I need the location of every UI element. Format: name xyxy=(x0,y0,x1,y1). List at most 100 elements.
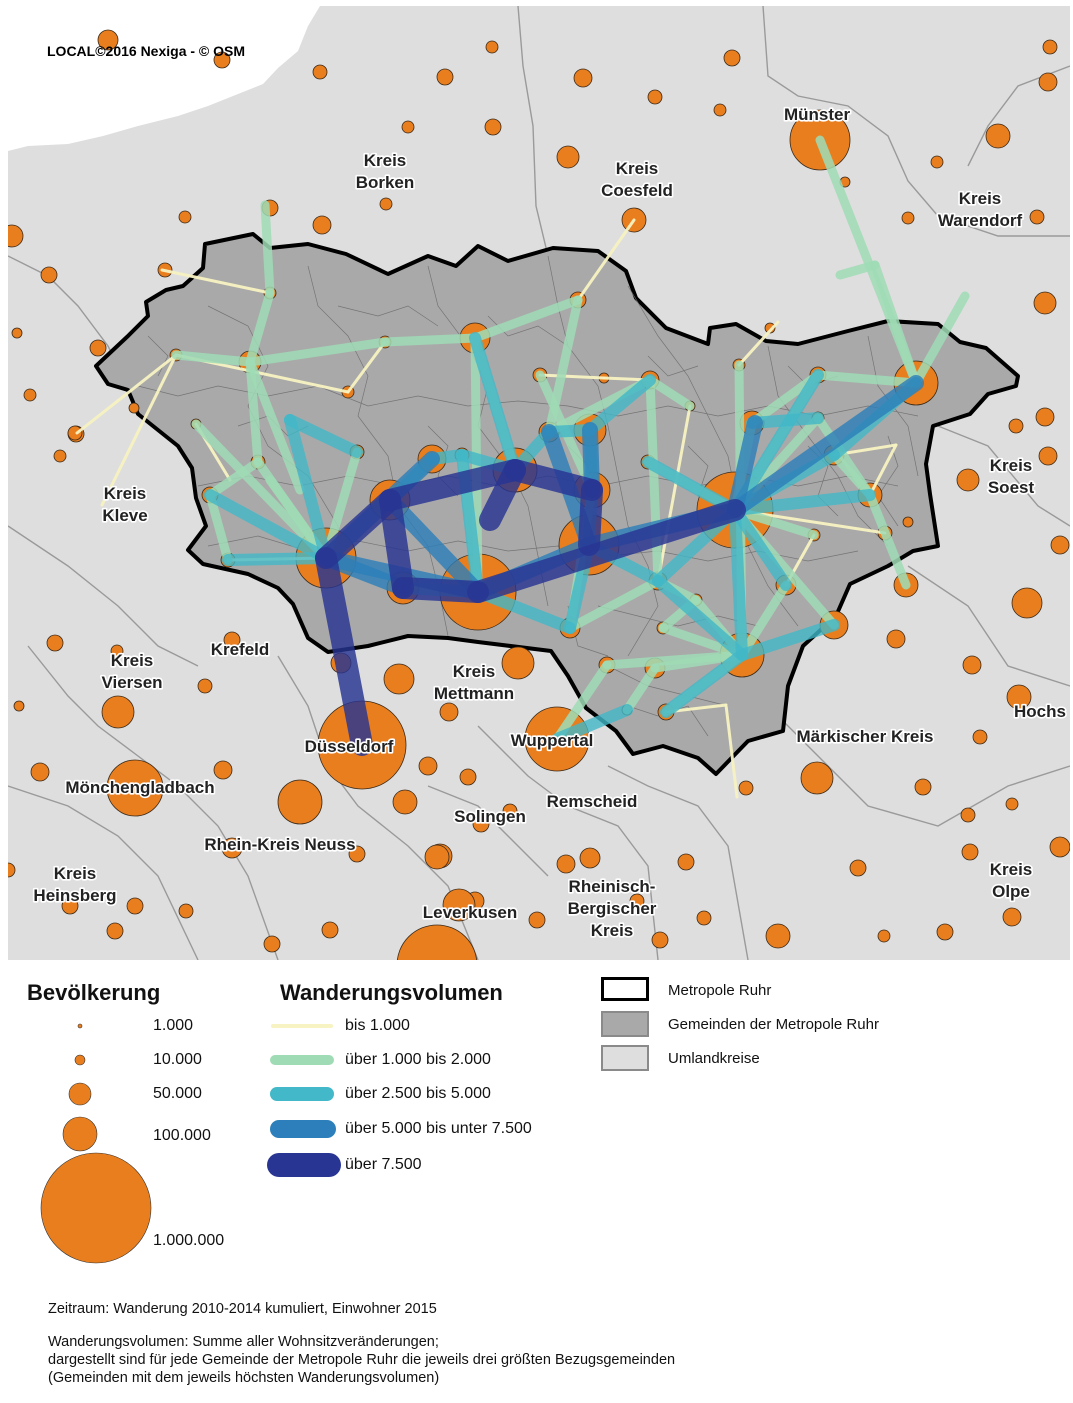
population-circle xyxy=(936,923,954,941)
place-label-line: Warendorf xyxy=(938,211,1023,230)
population-circle xyxy=(629,893,645,909)
population-circle xyxy=(886,629,906,649)
migration-flow-line xyxy=(746,412,824,429)
migration-flow-line xyxy=(602,650,747,670)
migration-flow-line xyxy=(729,504,792,591)
migration-flow-line xyxy=(724,703,739,799)
population-circle xyxy=(401,120,415,134)
legend-population-label: 50.000 xyxy=(153,1085,202,1102)
population-circle xyxy=(723,49,741,67)
population-circle xyxy=(800,761,834,795)
population-circle xyxy=(1011,587,1043,619)
population-circle xyxy=(1029,209,1045,225)
migration-flow-line xyxy=(729,489,876,516)
population-circle xyxy=(213,51,231,69)
place-label-line: Leverkusen xyxy=(423,903,518,922)
migration-flow-line xyxy=(205,457,263,500)
place-label-line: Märkischer Kreis xyxy=(796,727,933,746)
migration-flow-line xyxy=(380,333,480,347)
legend-flow-label: über 1.000 bis 2.000 xyxy=(345,1051,491,1068)
legend-population-label: 100.000 xyxy=(153,1127,211,1144)
migration-flow-line xyxy=(660,649,748,718)
population-circle xyxy=(106,759,164,817)
migration-flow-line xyxy=(727,415,763,518)
population-circle xyxy=(579,847,601,869)
population-circle xyxy=(962,655,982,675)
migration-flow-line xyxy=(379,489,414,599)
population-circle xyxy=(877,929,891,943)
population-circle xyxy=(1005,797,1019,811)
migration-flow-line xyxy=(865,490,911,590)
migration-flow-line xyxy=(245,357,263,467)
place-label: Hochs xyxy=(1014,702,1066,721)
population-circle xyxy=(985,123,1011,149)
place-label-line: Hochs xyxy=(1014,702,1066,721)
footnote-description-note: (Gemeinden mit dem jeweils höchsten Wand… xyxy=(48,1370,440,1386)
population-circle xyxy=(484,118,502,136)
place-label: Münster xyxy=(784,105,851,124)
migration-flow-line xyxy=(870,260,921,388)
migration-flow-line xyxy=(379,459,526,511)
population-circle xyxy=(961,843,979,861)
population-circle xyxy=(392,789,418,815)
population-circle xyxy=(556,145,580,169)
population-circle xyxy=(960,807,976,823)
place-label-line: Solingen xyxy=(454,807,526,826)
place-label: Mönchengladbach xyxy=(65,778,214,797)
migration-flow-line xyxy=(191,419,331,563)
legend-population-circles xyxy=(40,1023,152,1264)
legend-flow-label: über 2.500 bis 5.000 xyxy=(345,1085,491,1102)
population-circle xyxy=(647,89,663,105)
place-label: Wuppertal xyxy=(511,731,594,750)
population-circle xyxy=(1008,418,1024,434)
migration-flow-line xyxy=(171,350,255,367)
population-circle xyxy=(424,844,450,870)
legend-population-label: 1.000 xyxy=(153,1017,194,1034)
population-circle xyxy=(126,897,144,915)
population-circle xyxy=(738,780,754,796)
migration-flow-line xyxy=(346,340,387,394)
migration-flow-line xyxy=(245,337,390,367)
population-circle xyxy=(383,663,415,695)
population-circle xyxy=(528,911,546,929)
population-circle xyxy=(1038,446,1058,466)
place-label: Remscheid xyxy=(547,792,638,811)
population-circle xyxy=(677,853,695,871)
legend-flow-title: Wanderungsvolumen xyxy=(280,980,503,1005)
migration-flow-line xyxy=(245,357,305,495)
population-circle xyxy=(23,388,37,402)
place-label-line: Borken xyxy=(356,173,415,192)
population-circle xyxy=(1002,907,1022,927)
migration-flow-line xyxy=(576,218,636,302)
migration-flow-line xyxy=(538,373,606,380)
place-label-line: Kreis xyxy=(591,921,634,940)
population-circle xyxy=(97,29,119,51)
migration-flow-line xyxy=(479,459,526,531)
migration-flow-line xyxy=(551,704,633,745)
legend-flow-label: bis 1.000 xyxy=(345,1017,410,1034)
population-circle xyxy=(106,922,124,940)
place-label-line: Heinsberg xyxy=(33,886,116,905)
place-label-line: Kreis xyxy=(990,860,1033,879)
legend-population-label: 1.000.000 xyxy=(153,1232,225,1249)
migration-flow-line xyxy=(392,577,489,603)
place-label-line: Remscheid xyxy=(547,792,638,811)
migration-flow-line xyxy=(578,479,603,556)
population-circle xyxy=(312,64,328,80)
legend-swatch-metropole-ruhr xyxy=(601,977,649,1001)
place-label-line: Münster xyxy=(784,105,851,124)
population-circle xyxy=(1038,72,1058,92)
legend-area-label: Gemeinden der Metropole Ruhr xyxy=(668,1016,879,1033)
migration-flow-line xyxy=(284,414,332,564)
legend-flow-label: über 5.000 bis unter 7.500 xyxy=(345,1120,532,1137)
place-label-line: Kreis xyxy=(54,864,97,883)
footnote-definition: Wanderungsvolumen: Summe aller Wohnsitzv… xyxy=(48,1334,439,1350)
migration-flow-line xyxy=(813,370,921,388)
population-circle xyxy=(502,803,518,819)
population-circle xyxy=(178,210,192,224)
population-circle xyxy=(1050,535,1070,555)
migration-flow-line xyxy=(315,547,373,756)
